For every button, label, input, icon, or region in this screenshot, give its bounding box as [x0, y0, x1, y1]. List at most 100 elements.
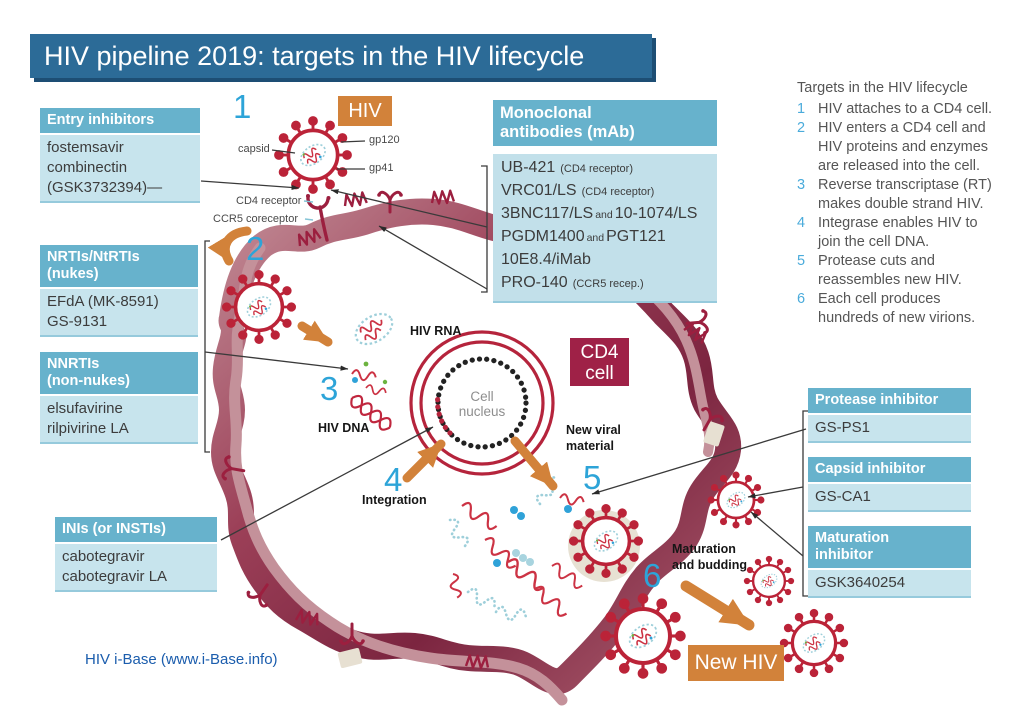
step-text: Each cell produces hundreds of new virio… — [818, 291, 976, 326]
box-title: Capsid inhibitor — [808, 457, 971, 482]
cell-nucleus-label: Cell nucleus — [458, 389, 506, 419]
conjunction: and — [586, 232, 605, 244]
drug: EFdA (MK-8591) — [47, 293, 159, 310]
drug: VRC01/LS — [501, 182, 577, 199]
step-text: Integrase enables HIV to join the cell D… — [818, 215, 978, 250]
drug: 10E8.4/iMab — [501, 251, 591, 268]
cd4-receptor-icons — [220, 190, 727, 646]
drug-note: (CD4 receptor) — [560, 163, 633, 175]
step-number: 6 — [797, 291, 806, 307]
box-title: (nukes) — [47, 266, 99, 282]
legend-heading: Targets in the HIV lifecycle — [797, 80, 968, 96]
step-number: 4 — [797, 215, 806, 231]
drug: rilpivirine LA — [47, 420, 129, 437]
step-text: HIV attaches to a CD4 cell. — [818, 101, 993, 117]
box-title: Maturation — [815, 530, 890, 546]
drug: elsufavirine — [47, 400, 123, 417]
drug: cabotegravir LA — [62, 568, 168, 585]
legend-step: 6 Each cell produces hundreds of new viri… — [797, 290, 1007, 328]
mab-item: VRC01/LS (CD4 receptor) — [501, 182, 709, 205]
step-6-number: 6 — [643, 557, 662, 594]
nrti-box: NRTIs/NtRTIs (nukes) EFdA (MK-8591) GS-9… — [40, 245, 198, 337]
cd4-receptor-label: CD4 receptor — [236, 195, 302, 207]
nnrti-box: NNRTIs (non-nukes) elsufavirine rilpivir… — [40, 352, 198, 444]
legend-step: 5 Protease cuts and reassembles new HIV. — [797, 252, 1007, 290]
credit-text: HIV i-Base (www.i-Base.info) — [85, 651, 278, 668]
mab-box: Monoclonal antibodies (mAb) UB-421 (CD4 r… — [493, 100, 717, 303]
cd4-cell-line: cell — [585, 363, 614, 384]
integration-label: Integration — [362, 493, 427, 507]
box-title: NNRTIs — [47, 356, 100, 372]
hiv-dna-icon — [350, 394, 392, 431]
step-1-number: 1 — [233, 88, 252, 125]
drug: 10-1074/LS — [614, 205, 698, 222]
drug: PRO-140 — [501, 274, 568, 291]
new-viral-material-label: New viral material — [566, 423, 621, 453]
drug: fostemsavir — [47, 139, 124, 156]
mab-item: PRO-140 (CCR5 recep.) — [501, 274, 709, 297]
ini-box: INIs (or INSTIs) cabotegravir cabotegrav… — [55, 517, 217, 592]
maturation-inhibitor-box: Maturation inhibitor GSK3640254 — [808, 526, 971, 598]
box-title: Monoclonal — [500, 104, 592, 122]
gp120-label: gp120 — [369, 134, 400, 146]
step-number: 5 — [797, 253, 806, 269]
new-virion-icon — [779, 608, 849, 678]
hiv-virion-icons — [221, 115, 849, 678]
step-text: Protease cuts and reassembles new HIV. — [818, 253, 962, 288]
box-title: Protease inhibitor — [808, 388, 971, 413]
drug: GS-9131 — [47, 313, 108, 330]
mab-item: UB-421 (CD4 receptor) — [501, 159, 709, 182]
drug: GS-CA1 — [808, 484, 971, 512]
cd4-cell-tag: CD4 cell — [570, 338, 629, 386]
box-title: NRTIs/NtRTIs — [47, 249, 140, 265]
step-text: HIV enters a CD4 cell and HIV proteins a… — [818, 120, 989, 174]
legend-step: 1 HIV attaches to a CD4 cell. — [797, 100, 1007, 119]
drug: PGT121 — [606, 228, 666, 245]
step-3-number: 3 — [320, 370, 339, 407]
new-viral-material-icons — [443, 473, 587, 624]
step-2-number: 2 — [246, 230, 265, 267]
label-ticks — [303, 200, 314, 221]
hiv-virion-icon — [273, 115, 353, 195]
step-4-number: 4 — [384, 461, 403, 498]
step-number: 1 — [797, 101, 806, 117]
drug: UB-421 — [501, 159, 556, 176]
lifecycle-legend: Targets in the HIV lifecycle 1 HIV attach… — [797, 80, 1007, 328]
box-title: (non-nukes) — [47, 373, 130, 389]
drug: cabotegravir — [62, 548, 145, 565]
drug: (GSK3732394)— — [47, 179, 163, 196]
conjunction: and — [595, 209, 613, 221]
drug: combinectin — [47, 159, 128, 176]
box-title: INIs (or INSTIs) — [55, 517, 217, 542]
cd4-cell-line: CD4 — [580, 342, 619, 363]
step-number: 2 — [797, 120, 806, 136]
connector-lines — [200, 140, 809, 597]
capsid-inhibitor-box: Capsid inhibitor GS-CA1 — [808, 457, 971, 512]
box-title: antibodies (mAb) — [500, 123, 635, 141]
hiv-tag: HIV — [338, 96, 392, 126]
legend-step: 4 Integrase enables HIV to join the cell … — [797, 214, 1007, 252]
integrated-hiv-dna — [434, 393, 453, 436]
drug-note: (CD4 receptor) — [581, 186, 655, 198]
drug: 3BNC117/LS — [501, 205, 594, 222]
ccr5-coreceptor-label: CCR5 coreceptor — [213, 213, 298, 225]
step-arrow-icons — [207, 226, 755, 631]
drug-note: (CCR5 recep.) — [572, 278, 644, 290]
drug: GSK3640254 — [808, 570, 971, 598]
maturation-budding-label: Maturation and budding — [672, 542, 747, 572]
entry-inhibitors-box: Entry inhibitors fostemsavir combinectin… — [40, 108, 200, 203]
drug: PGDM1400 — [501, 228, 585, 245]
hiv-rna-label: HIV RNA — [410, 324, 462, 338]
mab-item: 10E8.4/iMab — [501, 251, 709, 274]
step-text: Reverse transcriptase (RT) makes double … — [818, 177, 992, 212]
box-title: Entry inhibitors — [40, 108, 200, 133]
box-title: inhibitor — [815, 547, 873, 563]
gp41-label: gp41 — [369, 162, 394, 174]
page-title: HIV pipeline 2019: targets in the HIV li… — [30, 34, 652, 78]
capsid-label: capsid — [238, 143, 270, 155]
protease-inhibitor-box: Protease inhibitor GS-PS1 — [808, 388, 971, 443]
